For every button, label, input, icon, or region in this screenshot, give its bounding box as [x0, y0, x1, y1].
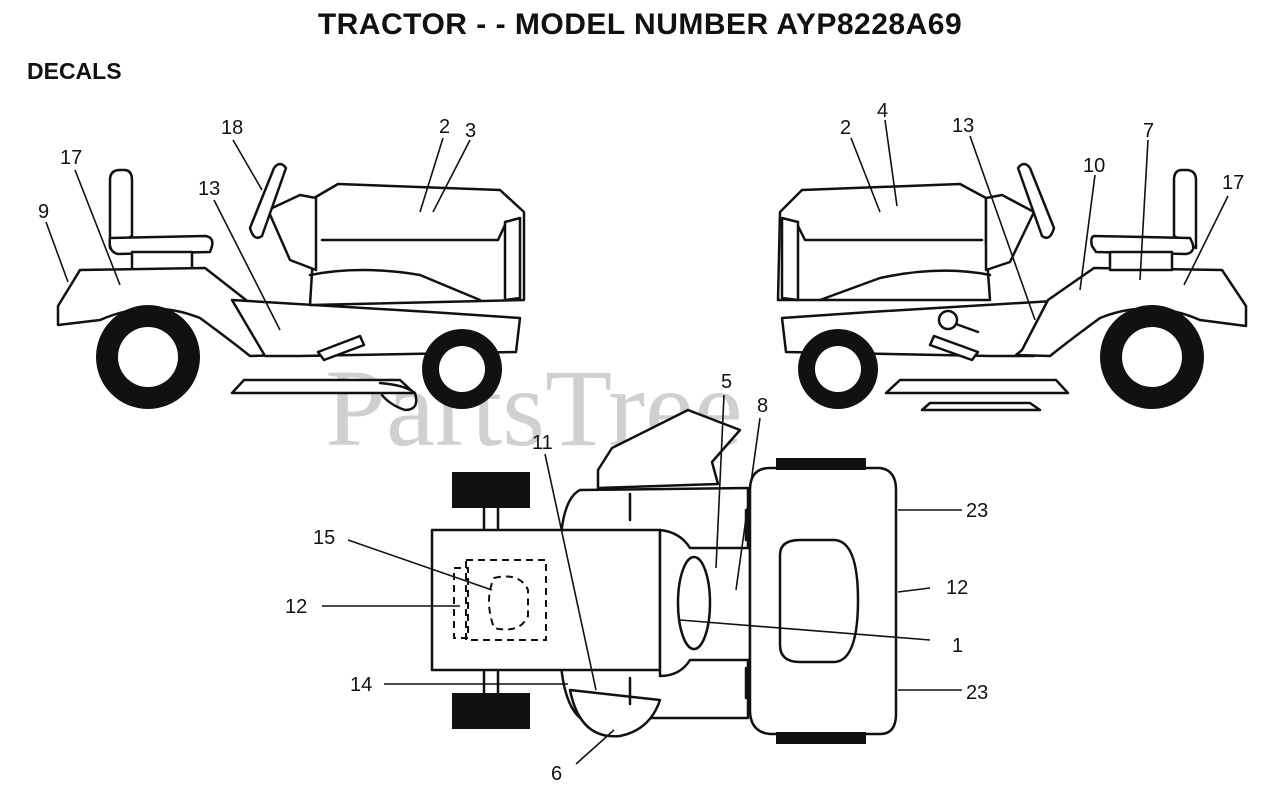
right-hood: [776, 182, 992, 302]
left-hood: [308, 182, 526, 307]
callout-23-bottom: 23: [966, 682, 988, 704]
left-dash: [266, 193, 318, 272]
callout-2-left: 2: [439, 116, 450, 138]
top-discharge-chute: [596, 408, 742, 490]
left-steering-wheel: [248, 162, 288, 239]
right-rear-fender: [1014, 266, 1248, 358]
right-seat-back: [1172, 168, 1198, 250]
left-pedal: [316, 334, 366, 362]
right-rear-hub: [1122, 327, 1182, 387]
callout-13-left: 13: [198, 178, 220, 200]
right-pedal: [928, 334, 980, 362]
top-decal-outline-12: [453, 567, 469, 639]
right-hood-line: [796, 224, 984, 242]
diagram-title: TRACTOR - - MODEL NUMBER AYP8228A69: [317, 8, 963, 41]
right-ignition-key: [937, 309, 959, 331]
callout-6: 6: [551, 763, 562, 785]
callout-23-top: 23: [966, 500, 988, 522]
left-hood-lower: [308, 268, 482, 302]
callout-5: 5: [721, 371, 732, 393]
top-decal-outline-15: [465, 559, 547, 641]
left-grille: [503, 216, 522, 302]
callout-18-left: 18: [221, 117, 243, 139]
callout-17-left: 17: [60, 147, 82, 169]
tractor-left-side-view: 18 17 9 13 2 3: [38, 116, 526, 412]
callout-8: 8: [757, 395, 768, 417]
tractor-right-side-view: 2 4 13 7 10 17: [776, 100, 1248, 412]
callout-14: 14: [350, 674, 372, 696]
callout-15: 15: [313, 527, 335, 549]
callout-12-top-left: 12: [285, 596, 307, 618]
callout-12-top-right: 12: [946, 577, 968, 599]
right-mower-deck: [884, 378, 1070, 395]
right-grille: [780, 216, 800, 302]
callout-9: 9: [38, 201, 49, 223]
callout-11: 11: [532, 432, 553, 454]
left-deck-chute: [378, 381, 418, 412]
callout-10: 10: [1083, 155, 1105, 177]
left-hood-line: [320, 223, 507, 242]
left-front-hub: [439, 346, 485, 392]
section-label: DECALS: [27, 58, 122, 84]
callout-7: 7: [1143, 120, 1154, 142]
callout-13-right: 13: [952, 115, 974, 137]
left-seat-cushion: [108, 234, 214, 256]
top-front-left-tire: [776, 458, 866, 470]
left-seat-back: [108, 168, 134, 250]
right-deck-skirt: [920, 401, 1042, 412]
right-steering-wheel: [1016, 162, 1056, 239]
left-rear-hub: [118, 327, 178, 387]
top-rear-left-tire: [452, 472, 530, 508]
right-front-hub: [815, 346, 861, 392]
tractor-top-view: 5 8 11 15 12 14 6 23 12 1 23: [285, 371, 988, 785]
top-hood-oval: [778, 538, 860, 664]
callout-1: 1: [952, 635, 963, 657]
right-hood-lower: [818, 269, 992, 302]
top-rear-right-tire: [452, 693, 530, 729]
callout-4: 4: [877, 100, 888, 122]
left-mower-deck: [230, 378, 416, 395]
callout-2-right: 2: [840, 117, 851, 139]
callout-3: 3: [465, 120, 476, 142]
callout-17-right: 17: [1222, 172, 1244, 194]
right-dash: [984, 193, 1036, 272]
top-deck-bump: [568, 688, 662, 738]
top-steering-ellipse: [676, 555, 712, 651]
top-front-right-tire: [776, 732, 866, 744]
